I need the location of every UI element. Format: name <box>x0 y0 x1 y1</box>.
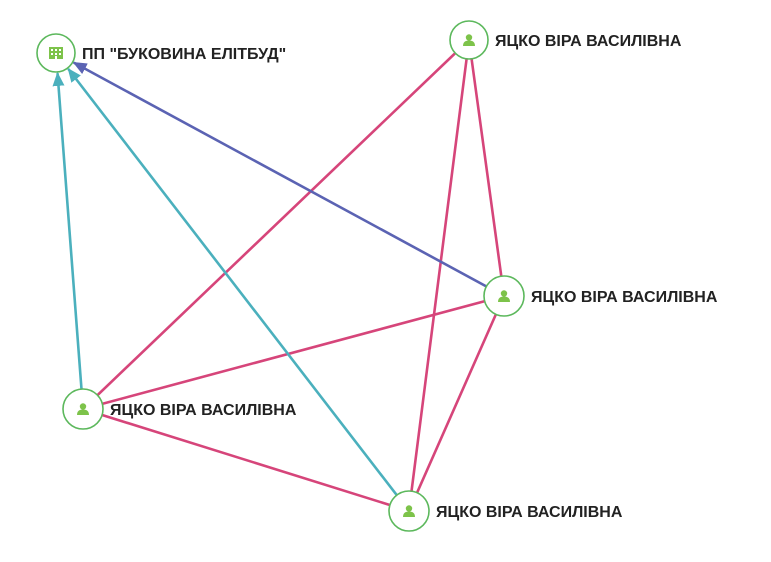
node-person_1[interactable]: ЯЦКО ВІРА ВАСИЛІВНА <box>449 20 682 60</box>
node-person_2[interactable]: ЯЦКО ВІРА ВАСИЛІВНА <box>483 275 718 317</box>
edge-person_3-company <box>52 71 85 411</box>
edge-person_2-company <box>72 61 506 298</box>
edges-layer <box>52 38 506 513</box>
person-icon <box>463 34 475 46</box>
node-label: ЯЦКО ВІРА ВАСИЛІВНА <box>436 504 623 521</box>
node-label: ЯЦКО ВІРА ВАСИЛІВНА <box>110 402 297 419</box>
edge-person_1-person_4 <box>407 38 471 513</box>
person-icon <box>498 290 510 302</box>
edge-person_1-person_2 <box>467 38 506 298</box>
node-label: ЯЦКО ВІРА ВАСИЛІВНА <box>531 289 718 306</box>
edge-person_2-person_3 <box>81 294 506 411</box>
nodes-layer: ПП "БУКОВИНА ЕЛІТБУД" ЯЦКО ВІРА ВАСИЛІВНА… <box>36 20 718 532</box>
node-label: ЯЦКО ВІРА ВАСИЛІВНА <box>495 33 682 50</box>
node-label: ПП "БУКОВИНА ЕЛІТБУД" <box>82 46 286 63</box>
edge-person_4-company <box>67 68 411 513</box>
edge-person_1-person_3 <box>81 38 471 411</box>
person-icon <box>403 505 415 517</box>
edge-person_2-person_4 <box>407 294 506 513</box>
building-icon <box>49 47 63 59</box>
node-person_3[interactable]: ЯЦКО ВІРА ВАСИЛІВНА <box>62 388 297 430</box>
node-person_4[interactable]: ЯЦКО ВІРА ВАСИЛІВНА <box>388 490 623 532</box>
edge-person_3-person_4 <box>81 407 411 513</box>
person-icon <box>77 403 89 415</box>
node-company[interactable]: ПП "БУКОВИНА ЕЛІТБУД" <box>36 33 286 73</box>
